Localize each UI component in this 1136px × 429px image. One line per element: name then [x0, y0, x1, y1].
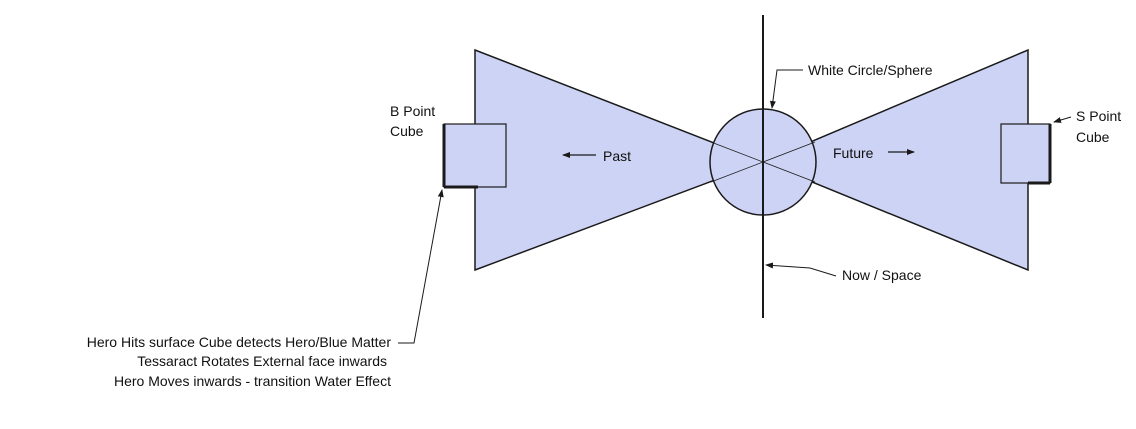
now-space-leader	[765, 262, 837, 277]
note-line-1: Hero Hits surface Cube detects Hero/Blue…	[87, 334, 392, 350]
s-point-label-line1: S Point	[1076, 108, 1121, 124]
b-point-label-line1: B Point	[390, 103, 435, 119]
now-space-label: Now / Space	[842, 267, 922, 283]
b-point-label-line2: Cube	[390, 123, 424, 139]
white-circle-label: White Circle/Sphere	[808, 62, 933, 78]
s-point-leader	[1053, 116, 1072, 123]
s-point-cube	[1000, 123, 1051, 184]
future-label: Future	[833, 145, 874, 161]
note-line-3: Hero Moves inwards - transition Water Ef…	[114, 373, 391, 389]
note-line-2: Tessaract Rotates External face inwards	[137, 353, 387, 369]
s-point-label-line2: Cube	[1076, 129, 1110, 145]
past-label: Past	[603, 148, 631, 164]
b-point-cube	[443, 123, 507, 188]
white-circle-leader	[769, 69, 803, 109]
note-leader	[398, 189, 444, 344]
